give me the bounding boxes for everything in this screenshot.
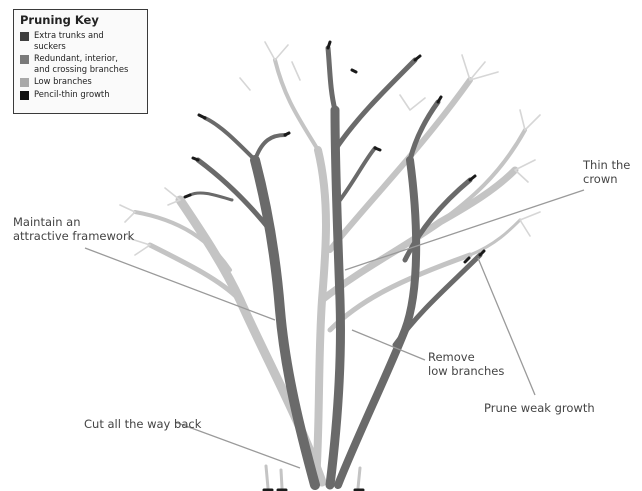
light-arm-low-right <box>327 252 473 333</box>
prune-weak-leader <box>477 257 536 396</box>
cut-mark <box>373 146 382 152</box>
dark-branch-left-far <box>188 191 234 202</box>
dark-branch-top-right <box>332 57 418 153</box>
legend-item: Redundant, interior, and crossing branch… <box>20 53 141 74</box>
cut-mark <box>478 249 486 257</box>
cut-mark <box>468 174 477 182</box>
dark-branch-left <box>195 157 273 233</box>
legend-item: Low branches <box>20 76 141 87</box>
cut-mark <box>413 54 422 62</box>
light-arm-right-upper <box>327 77 473 253</box>
annotation-remove-low: Remove low branches <box>428 350 505 378</box>
dark-trunk-main <box>250 155 320 490</box>
legend-swatch <box>20 91 29 100</box>
legend-label: Pencil-thin growth <box>34 89 110 99</box>
light-trunk-center <box>312 146 330 486</box>
thin-crown-leader <box>344 189 585 271</box>
light-arm-right-top <box>438 128 527 224</box>
cut-mark <box>350 68 358 74</box>
legend-title: Pruning Key <box>20 13 99 27</box>
annotation-prune-weak: Prune weak growth <box>484 401 595 415</box>
dark-branch-right-low <box>392 252 483 348</box>
base-suckers <box>262 464 365 491</box>
light-arm-top <box>273 58 320 152</box>
light-arm-far-right <box>468 218 522 257</box>
legend-item: Extra trunks and suckers <box>20 30 141 51</box>
dark-branch-top-left <box>325 45 338 113</box>
legend-label: Extra trunks and suckers <box>34 30 104 51</box>
legend-swatch <box>20 32 29 41</box>
cut-mark <box>283 131 291 137</box>
light-arm-left-long <box>147 242 243 303</box>
dark-branches <box>188 45 483 490</box>
dark-branch-left-top <box>253 133 287 162</box>
cut-mark <box>197 113 207 120</box>
legend-swatch <box>20 78 29 87</box>
light-arm-left-mid <box>133 210 232 272</box>
dark-branch-center-right <box>338 146 377 202</box>
dark-branch-right-upper <box>407 99 441 163</box>
cut-mark <box>326 40 332 50</box>
cut-mark <box>183 193 192 199</box>
cut-marks <box>183 40 486 264</box>
cut-mark <box>191 156 200 162</box>
legend-label: Redundant, interior, and crossing branch… <box>34 53 129 74</box>
cut-back-leader <box>174 421 301 469</box>
remove-low-leader <box>351 329 426 361</box>
leader-lines <box>84 189 585 469</box>
dark-trunk-right <box>334 156 421 489</box>
legend-item: Pencil-thin growth <box>20 89 141 100</box>
cut-mark <box>463 256 471 264</box>
dark-branch-left-upper <box>203 116 257 162</box>
legend-label: Low branches <box>34 76 92 86</box>
dark-branch-right-mid <box>402 177 473 263</box>
annotation-cut-back: Cut all the way back <box>84 417 202 431</box>
annotation-thin-crown: Thin the crown <box>583 158 631 186</box>
annotation-framework: Maintain an attractive framework <box>13 215 135 243</box>
legend-swatch <box>20 55 29 64</box>
cut-mark <box>436 95 443 104</box>
pruning-key-legend: Pruning Key Extra trunks and suckers Red… <box>13 9 148 114</box>
light-branches <box>133 58 527 487</box>
dark-trunk-mid <box>325 105 345 490</box>
framework-leader <box>84 247 276 321</box>
twigs <box>119 41 541 256</box>
